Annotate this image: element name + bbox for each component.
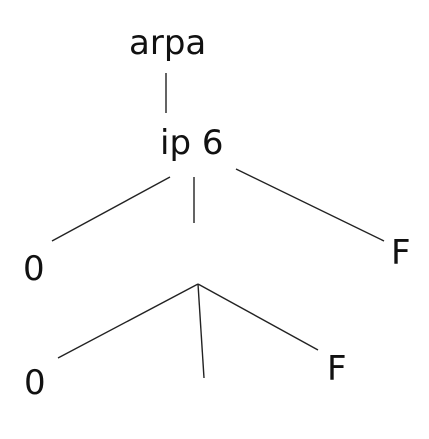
edge-level1-middle-level2-right — [197, 283, 319, 351]
node-level1-right-f: F — [391, 233, 411, 273]
edge-level1-middle-level2-middle — [197, 283, 205, 379]
node-level1-left-0: 0 — [23, 249, 45, 289]
node-level2-left-0: 0 — [24, 363, 46, 403]
node-ip6: ip 6 — [160, 123, 224, 163]
node-arpa: arpa — [129, 23, 207, 63]
edge-ip6-level1-left — [51, 176, 171, 242]
node-level2-right-f: F — [327, 349, 347, 389]
edge-ip6-level1-right — [235, 168, 385, 242]
edge-level1-middle-level2-left — [57, 283, 199, 359]
